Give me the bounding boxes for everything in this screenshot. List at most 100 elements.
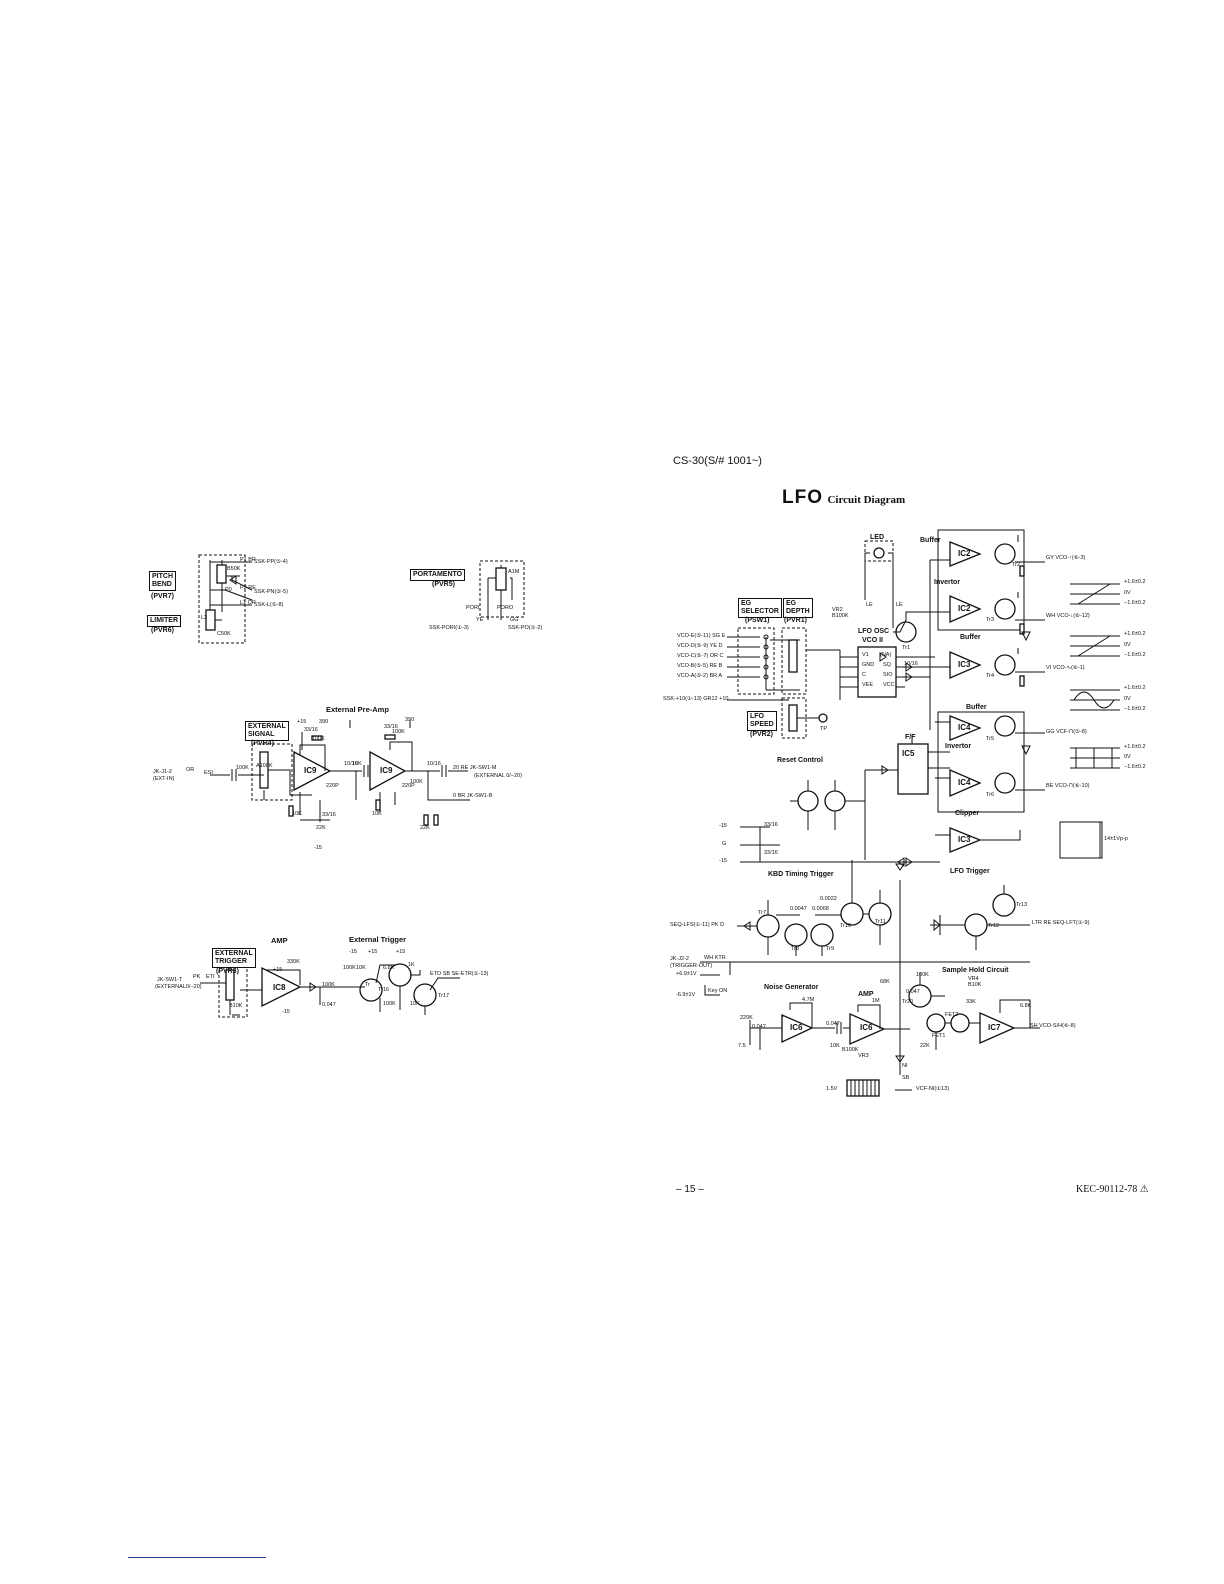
ext-trigger-box: EXTERNAL TRIGGER xyxy=(212,948,256,968)
stage-buffer-3: Buffer xyxy=(966,704,987,711)
lv-gy-0: 0V xyxy=(1124,590,1131,596)
et-v7: 6.8K xyxy=(383,965,395,971)
ext-in-label-2: (EXT-IN) xyxy=(153,776,175,782)
osc-pin-c: C xyxy=(862,672,866,678)
key-on: Key ON xyxy=(708,988,728,994)
pb-wire-l1: L1 OR xyxy=(240,600,256,606)
tr20: Tr20 xyxy=(902,999,914,1005)
portamento-box: PORTAMENTO xyxy=(410,569,466,581)
tr12: Tr12 xyxy=(988,923,1000,929)
et-s3: +15 xyxy=(396,949,406,955)
nv-7: 33K xyxy=(966,999,976,1005)
eg-selector-psw: (PSW1) xyxy=(745,617,770,624)
amp-title: AMP xyxy=(271,936,288,945)
ic2-b: IC2 xyxy=(958,604,971,613)
fet1: FET1 xyxy=(932,1033,946,1039)
vr2-1: VR2 xyxy=(832,607,843,613)
tr11: Tr11 xyxy=(875,919,886,925)
vcf-ni: VCF-NI(①13) xyxy=(916,1086,950,1092)
et-v2: 100K xyxy=(322,982,335,988)
limiter-box: LIMITER xyxy=(147,615,181,627)
tr10: Tr10 xyxy=(840,923,852,929)
et-v1: 330K xyxy=(287,959,300,965)
pb-pot-p0: P0 xyxy=(225,587,232,593)
pa-supply-1: +15 xyxy=(297,719,307,725)
ic7: IC7 xyxy=(988,1023,1001,1032)
pa-r7: 22K xyxy=(316,825,326,831)
led-label: LED xyxy=(870,534,884,541)
vco-in-c: VCO-C(⑤-7) OR C xyxy=(677,653,724,659)
pb-wire-p1: P1 BR xyxy=(240,557,256,563)
cap-1: 33/16 xyxy=(764,822,778,828)
lfo-speed-pvr: (PVR2) xyxy=(750,731,773,738)
page-number: – 15 – xyxy=(676,1184,704,1195)
nv-8: 22K xyxy=(920,1043,930,1049)
pa-r4: 10K xyxy=(352,761,362,767)
ext-in-wire: OR xyxy=(186,767,195,773)
supply-m15-a: -15 xyxy=(719,823,727,829)
lv-vi-0: 0V xyxy=(1124,696,1131,702)
clipper-note: 14±1Vp-p xyxy=(1104,836,1128,842)
pitch-bend-box: PITCH BEND xyxy=(149,571,176,591)
lv-be-hi: +1.6±0.2 xyxy=(1124,744,1146,750)
pa-out-1: 20 RE JK-SW1-M xyxy=(453,765,497,771)
tr3: Tr3 xyxy=(986,617,995,623)
porta-out-po: SSK-PO(①-2) xyxy=(508,625,543,631)
lv-be-lo: −1.6±0.2 xyxy=(1124,764,1146,770)
trigger-out-lo: -6.9±1V xyxy=(676,992,696,998)
lv-wh-0: 0V xyxy=(1124,642,1131,648)
et-v9: 100K xyxy=(383,1001,396,1007)
ic6-b: IC6 xyxy=(860,1023,873,1032)
ic8: IC8 xyxy=(273,983,286,992)
tr9: Tr9 xyxy=(826,946,835,952)
nv-11: 0.047 xyxy=(752,1024,766,1030)
hyperlink-underline[interactable] xyxy=(128,1557,266,1558)
et-s5: -15 xyxy=(349,949,357,955)
vr4-2: B10K xyxy=(968,982,982,988)
tr-x: Tr xyxy=(365,982,370,988)
cap-5: 0.0022 xyxy=(820,896,837,902)
stage-invertor-1: Invertor xyxy=(934,579,961,586)
nv-10: 7.5 xyxy=(738,1043,746,1049)
pa-r3: 100K xyxy=(392,729,405,735)
noise-gen-title: Noise Generator xyxy=(764,984,819,991)
ff-label: F/F xyxy=(905,734,916,741)
ext-trigger-title: External Trigger xyxy=(349,935,407,944)
seq-lfs: SEQ-LFS(①-11) PK D xyxy=(670,922,725,928)
tr7: Tr7 xyxy=(758,910,767,916)
tr2: Tr2 xyxy=(1012,562,1021,568)
ic3-b: IC3 xyxy=(958,835,971,844)
kbd-timing-title: KBD Timing Trigger xyxy=(768,871,834,878)
nv-3: 1M xyxy=(872,998,880,1004)
osc-pin-vee: VEE xyxy=(862,682,874,688)
trigger-out-hi: +6.9±1V xyxy=(676,971,697,977)
et-v6: 10K xyxy=(356,965,366,971)
node-sb: SB xyxy=(902,1075,910,1081)
diagram-title: LFO Circuit Diagram xyxy=(782,487,905,509)
pa-r5: 10K xyxy=(292,811,302,817)
portamento-pvr: (PVR5) xyxy=(432,581,455,588)
pb-pot-l2: L2 xyxy=(201,615,208,621)
pb-out-l: SSK-L(⑤-8) xyxy=(254,602,284,608)
pitch-bend-pvr: (PVR7) xyxy=(151,593,174,600)
porta-wire-ye: YE xyxy=(476,617,484,623)
out-vi: VI VCO-∿(⑥-1) xyxy=(1046,665,1085,671)
pitch-bend-frame xyxy=(198,554,246,644)
cap-2: 33/16 xyxy=(764,850,778,856)
cap-6: 10/16 xyxy=(904,661,918,667)
pa-supply-2: -15 xyxy=(314,845,322,851)
trigger-out-2: (TRIGGER-OUT) xyxy=(670,963,713,969)
ic5: IC5 xyxy=(902,749,915,758)
nv-5: 100K xyxy=(916,972,929,978)
document-code: KEC-90112-78 ⚠ xyxy=(1076,1184,1149,1195)
reset-control-title: Reset Control xyxy=(777,757,823,764)
pa-c2: 33/16 xyxy=(384,724,398,730)
lv-vi-hi: +1.6±0.2 xyxy=(1124,685,1146,691)
vco-in-b: VCO-B(⑤-5) RE B xyxy=(677,663,723,669)
trigger-out-wire: WH KTR xyxy=(704,955,726,961)
ic9-b: IC9 xyxy=(380,766,393,775)
stage-clipper: Clipper xyxy=(955,810,980,817)
vr3: VR3 xyxy=(858,1053,869,1059)
et-out: ETO SB SE-ETR(①-13) xyxy=(430,971,489,977)
stage-buffer-1: Buffer xyxy=(920,537,941,544)
